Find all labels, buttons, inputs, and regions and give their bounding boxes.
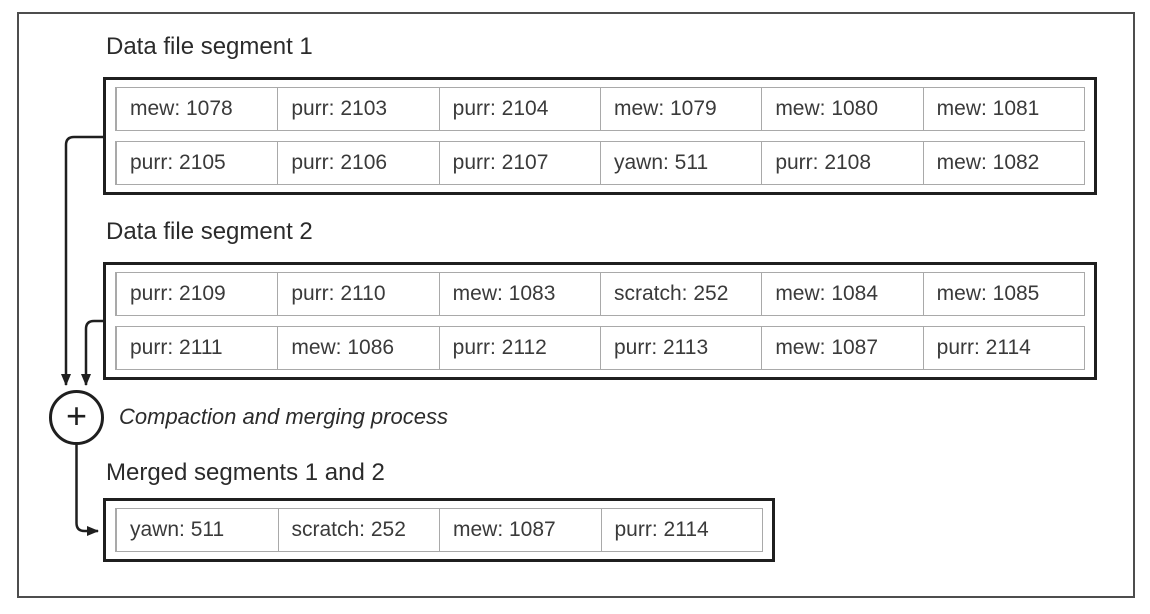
record-cell: yawn: 511 <box>599 142 761 184</box>
segment1-title: Data file segment 1 <box>106 33 313 60</box>
record-cell: purr: 2105 <box>116 142 277 184</box>
record-cell: mew: 1082 <box>922 142 1084 184</box>
record-cell: purr: 2112 <box>438 327 600 369</box>
record-cell: mew: 1078 <box>116 88 277 130</box>
record-cell: scratch: 252 <box>277 509 440 551</box>
record-cell: purr: 2111 <box>116 327 277 369</box>
record-cell: mew: 1086 <box>277 327 438 369</box>
record-cell: purr: 2103 <box>277 88 438 130</box>
merge-caption: Compaction and merging process <box>119 404 448 429</box>
record-cell: mew: 1087 <box>439 509 601 551</box>
record-cell: mew: 1087 <box>761 327 922 369</box>
merged-title: Merged segments 1 and 2 <box>106 459 385 486</box>
arrow-segment2-to-merge <box>81 319 103 386</box>
record-cell: mew: 1079 <box>599 88 761 130</box>
plus-icon: + <box>65 394 88 436</box>
arrow-merge-to-merged <box>75 444 99 536</box>
segment2-title: Data file segment 2 <box>106 218 313 245</box>
record-cell: mew: 1085 <box>922 273 1084 315</box>
record-cell: scratch: 252 <box>599 273 761 315</box>
record-cell: purr: 2114 <box>600 509 763 551</box>
record-cell: purr: 2108 <box>761 142 922 184</box>
record-cell: purr: 2109 <box>116 273 277 315</box>
figure-frame <box>17 12 1135 598</box>
record-cell: mew: 1080 <box>761 88 922 130</box>
record-cell: mew: 1081 <box>922 88 1084 130</box>
record-cell: purr: 2104 <box>438 88 600 130</box>
record-cell: purr: 2107 <box>438 142 600 184</box>
record-cell: purr: 2114 <box>922 327 1084 369</box>
record-cell: yawn: 511 <box>116 509 278 551</box>
record-cell: purr: 2110 <box>277 273 438 315</box>
record-cell: mew: 1083 <box>438 273 600 315</box>
arrow-segment1-to-merge <box>61 135 103 386</box>
record-cell: purr: 2113 <box>599 327 761 369</box>
record-cell: mew: 1084 <box>761 273 922 315</box>
record-cell: purr: 2106 <box>277 142 438 184</box>
merge-operator-circle: + <box>49 390 104 445</box>
